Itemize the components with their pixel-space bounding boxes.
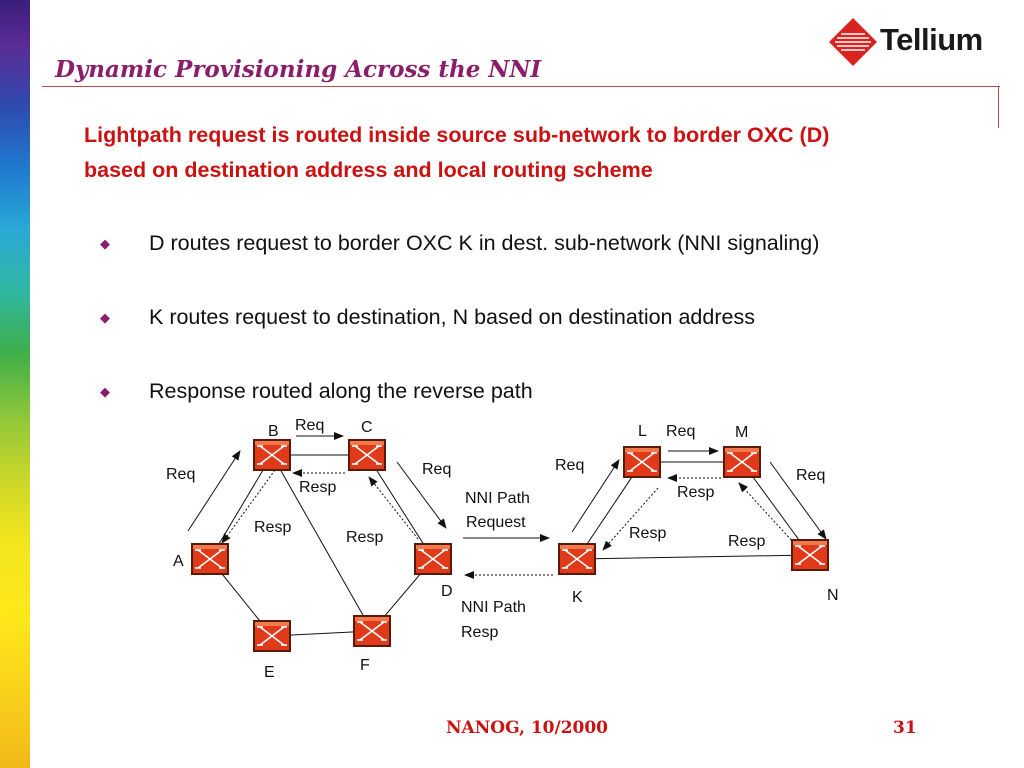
- oxc-switch-k-icon: [557, 542, 597, 576]
- node-label-a: A: [173, 553, 184, 570]
- label-resp-d-c: Resp: [346, 529, 383, 546]
- node-label-m: M: [735, 424, 748, 441]
- node-label-b: B: [268, 423, 279, 440]
- oxc-switch-d-icon: [413, 542, 453, 576]
- oxc-switch-a-icon: [190, 542, 230, 576]
- label-resp-c-b: Resp: [299, 479, 336, 496]
- node-label-d: D: [441, 583, 453, 600]
- diamond-bullet-icon: ◆: [100, 310, 110, 325]
- label-resp-l-k: Resp: [629, 525, 666, 542]
- bullet-text: Response routed along the reverse path: [149, 379, 533, 403]
- footer-event: NANOG, 10/2000: [446, 718, 609, 738]
- bullet-text: D routes request to border OXC K in dest…: [149, 231, 820, 255]
- arrow-req-a-b: [187, 450, 241, 532]
- label-req-c-d: Req: [422, 461, 451, 478]
- label-resp-n-m: Resp: [728, 533, 765, 550]
- label-req-m-n: Req: [796, 467, 825, 484]
- bullet-text: K routes request to destination, N based…: [149, 305, 755, 329]
- arrow-req-k-l: [571, 459, 620, 533]
- arrow-req-c-d: [396, 461, 447, 529]
- oxc-switch-b-icon: [252, 438, 292, 472]
- oxc-switch-l-icon: [622, 445, 662, 479]
- rainbow-sidebar: [0, 0, 30, 768]
- label-req-l-m: Req: [666, 423, 695, 440]
- label-nni-resp-1: NNI Path: [461, 599, 526, 616]
- network-diagram: B C A D E F K L M N Req Resp Req Resp Re…: [166, 417, 839, 681]
- arrow-resp-n-m: [738, 482, 795, 544]
- label-req-a-b: Req: [166, 466, 195, 483]
- logo-wordmark: Tellium: [880, 22, 983, 57]
- node-label-l: L: [638, 423, 647, 440]
- arrow-req-m-n: [769, 461, 827, 540]
- oxc-switch-m-icon: [722, 445, 762, 479]
- label-req-b-c: Req: [295, 417, 324, 434]
- link-lines-subnet-2: [576, 461, 811, 560]
- label-req-k-l: Req: [555, 457, 584, 474]
- label-nni-resp-2: Resp: [461, 624, 498, 641]
- arrow-resp-l-k: [602, 487, 659, 551]
- node-label-e: E: [264, 664, 275, 681]
- label-nni-request-2: Request: [466, 514, 526, 531]
- slide-title: Dynamic Provisioning Across the NNI: [55, 56, 542, 83]
- diamond-bullet-icon: ◆: [100, 236, 110, 251]
- oxc-switch-n-icon: [790, 538, 830, 572]
- label-nni-request-1: NNI Path: [465, 490, 530, 507]
- diamond-bullet-icon: ◆: [100, 384, 110, 399]
- node-label-f: F: [360, 657, 370, 674]
- oxc-switch-e-icon: [252, 619, 292, 653]
- intro-text: Lightpath request is routed inside sourc…: [84, 123, 830, 182]
- arrow-resp-d-c: [368, 476, 419, 540]
- title-divider: [42, 86, 1000, 87]
- label-resp-b-a: Resp: [254, 519, 291, 536]
- title-divider-vertical: [998, 86, 999, 128]
- oxc-switch-c-icon: [347, 438, 387, 472]
- node-label-c: C: [361, 419, 373, 436]
- tellium-logo: [829, 18, 877, 66]
- oxc-switch-f-icon: [352, 614, 392, 648]
- arrow-resp-b-a: [221, 469, 276, 544]
- node-label-n: N: [827, 587, 839, 604]
- node-label-k: K: [572, 589, 583, 606]
- page-number: 31: [893, 718, 917, 738]
- logo-diamond-icon: [829, 18, 877, 66]
- label-resp-m-l: Resp: [677, 484, 714, 501]
